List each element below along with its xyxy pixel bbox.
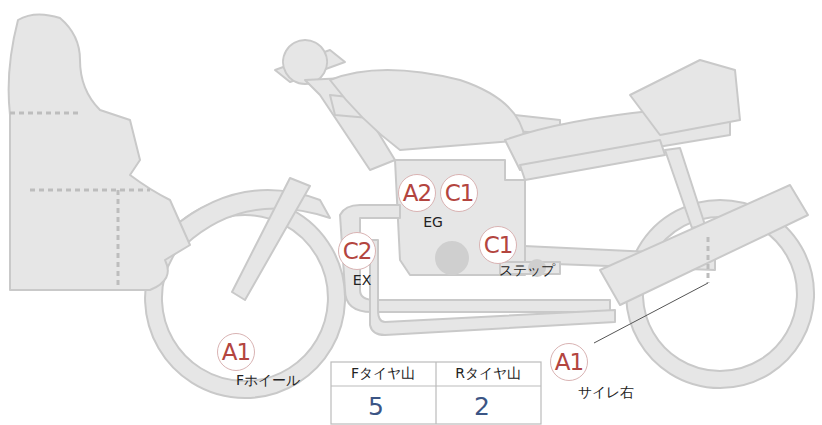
table-value: 2	[474, 392, 490, 421]
callout-code: A1	[222, 339, 250, 365]
callout-code: C1	[445, 180, 474, 206]
part-label: サイレ右	[578, 384, 634, 402]
callout-circle: A2	[398, 174, 436, 212]
callout-code: C1	[484, 232, 513, 258]
table-header: Fタイヤ山	[351, 365, 415, 383]
part-label: EG	[423, 214, 443, 230]
table-value: 5	[368, 392, 384, 421]
part-label: EX	[353, 272, 371, 288]
callout-circle: C1	[479, 226, 517, 264]
callout-code: A1	[555, 349, 583, 375]
callout-code: A2	[403, 180, 431, 206]
callout-code: C2	[343, 238, 372, 264]
part-label: Fホイール	[236, 372, 300, 390]
table-header: Rタイヤ山	[455, 365, 521, 383]
callout-circle: A1	[217, 333, 255, 371]
part-label: ステップ	[499, 262, 555, 280]
callout-circle: A1	[550, 343, 588, 381]
callout-circle: C2	[338, 232, 376, 270]
callout-circle: C1	[440, 174, 478, 212]
